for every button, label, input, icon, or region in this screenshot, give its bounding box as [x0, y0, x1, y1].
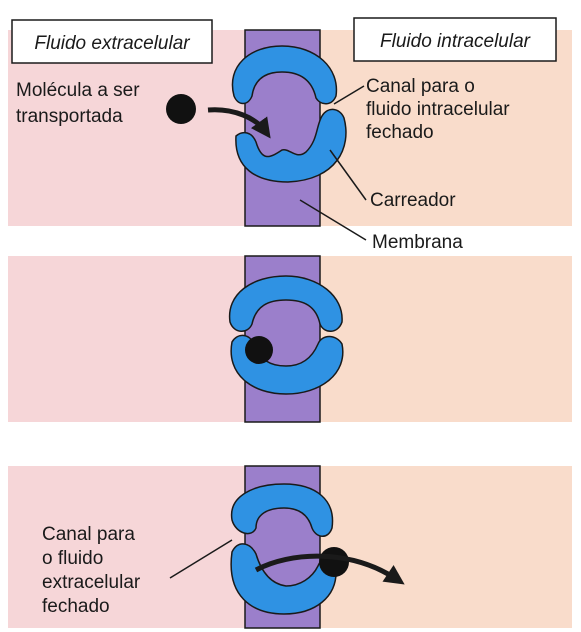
extracellular-region — [8, 466, 246, 628]
membrane-leader — [299, 199, 367, 241]
molecule — [319, 547, 349, 577]
outward-arrow — [254, 553, 405, 585]
panel-2 — [8, 255, 572, 423]
intra-channel-leader — [333, 85, 365, 105]
intra-channel-label-line3: fechado — [366, 122, 434, 143]
membrane-label: Membrana — [372, 232, 463, 253]
molecule — [166, 94, 196, 124]
extra-channel-label-line4: fechado — [42, 596, 110, 617]
inward-arrow — [207, 107, 271, 139]
extracellular-header-box — [11, 19, 213, 64]
intra-channel-label-line2: fluido intracelular — [366, 99, 510, 120]
extra-channel-label-line3: extracelular — [42, 572, 141, 593]
extracellular-fluid-label: Fluido extracelular — [34, 33, 190, 54]
extra-channel-leader — [169, 539, 233, 579]
extra-channel-label-line2: o fluido — [42, 548, 103, 569]
molecule — [245, 336, 273, 364]
intracellular-region — [320, 256, 572, 422]
intracellular-region — [320, 466, 572, 628]
molecule-label-line2: transportada — [16, 106, 123, 127]
intra-channel-label-line1: Canal para o — [366, 76, 475, 97]
carrier-protein — [231, 45, 347, 183]
panel-1: Fluido extracelular Fluido intracelular … — [8, 17, 572, 253]
intracellular-header-box — [353, 17, 557, 62]
panel-3: Canal para o fluido extracelular fechado — [8, 465, 572, 629]
intracellular-fluid-label: Fluido intracelular — [380, 31, 531, 52]
carrier-leader — [329, 149, 367, 201]
extracellular-region — [8, 256, 246, 422]
carrier-label: Carreador — [370, 190, 456, 211]
extra-channel-label-line1: Canal para — [42, 524, 135, 545]
molecule-label-line1: Molécula a ser — [16, 80, 140, 101]
